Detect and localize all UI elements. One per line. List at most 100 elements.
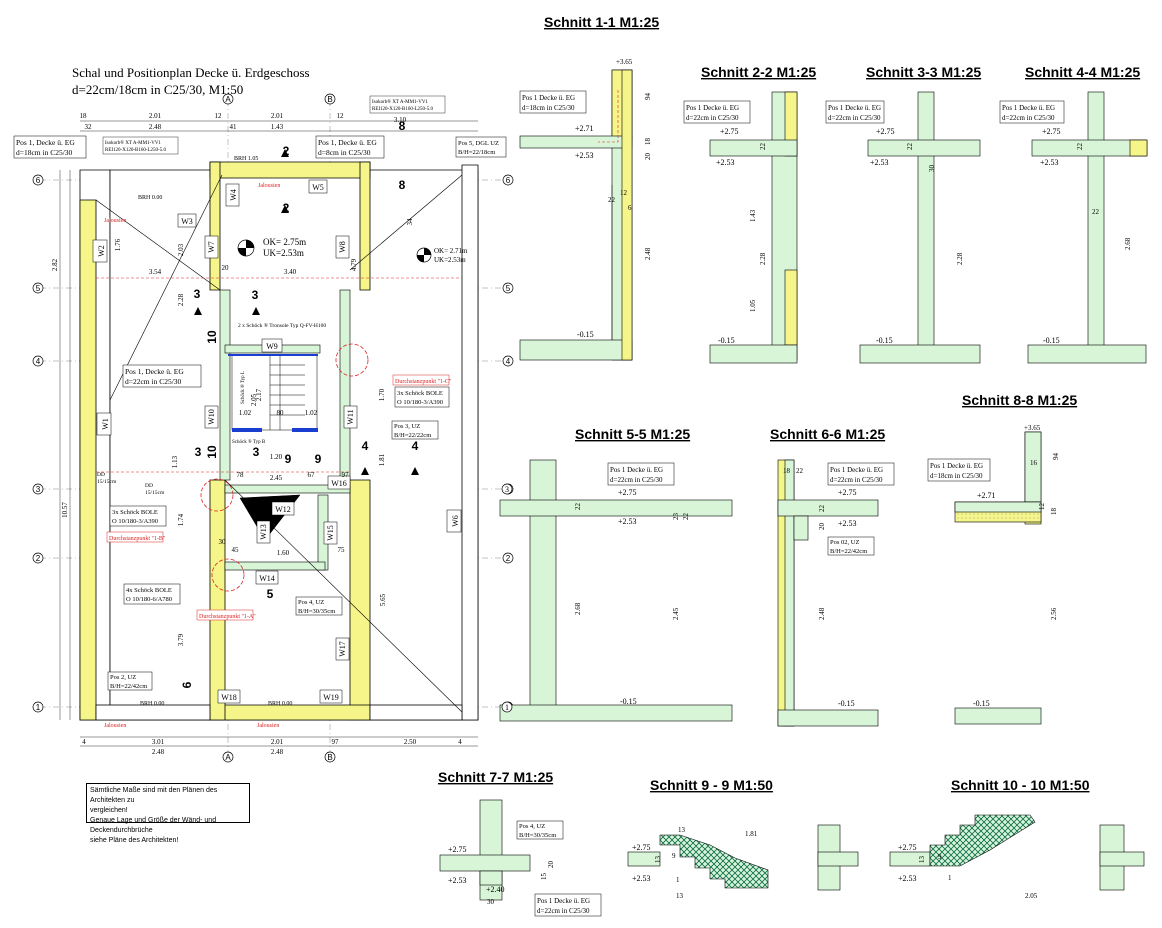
s44-e2: +2.53 (1040, 158, 1059, 167)
title-s22: Schnitt 2-2 M1:25 (701, 64, 816, 80)
durchstanz-1a: Durchstanzpunkt "1-A" (199, 614, 256, 620)
s33-l2: d=22cm in C25/30 (828, 114, 881, 122)
svg-text:2: 2 (283, 144, 290, 158)
svg-text:8: 8 (399, 178, 406, 192)
schoeck-bole-3-spec: O 10/180-6/A780 (126, 596, 172, 603)
s1010-e2: +2.53 (898, 874, 917, 883)
dim-67: 67 (308, 471, 316, 479)
s88-top: +3.65 (1024, 424, 1041, 432)
wall-w13: W13 (259, 524, 268, 540)
brh-3: BRH 0.00 (140, 701, 164, 707)
s55-d2: 2.68 (574, 602, 582, 615)
dd-1-size: 15/15cm (97, 479, 117, 485)
section-9-9: +2.75 +2.53 13 1.81 13 9 1 13 (627, 824, 859, 900)
brh-4: BRH 0.00 (268, 701, 292, 707)
s22-e3: -0.15 (718, 336, 735, 345)
dimension-texts: 18 2.01 12 2.01 12 32 2.48 41 1.43 3.10 … (51, 112, 462, 756)
dim-bot2-2: 2.48 (271, 748, 284, 756)
dim-176: 1.76 (114, 238, 122, 251)
pos5-spec: B/H=22/18cm (458, 149, 495, 156)
dim-170: 1.70 (378, 388, 386, 401)
level-marker-2: OK= 2.71m UK=2.53m (416, 247, 468, 264)
s99-d2: 1.81 (745, 830, 758, 838)
isokorb-2: Isokorb® XT A-MM1-VV1 (372, 99, 428, 105)
dim-245: 2.45 (270, 474, 283, 482)
pos1-c-label: Pos 1, Decke ü. EG (125, 367, 184, 376)
s88-l2: d=18cm in C25/30 (930, 472, 983, 480)
s33-e2: +2.53 (870, 158, 889, 167)
dd-2-size: 15/15cm (145, 490, 165, 496)
s66-d4: 22 (818, 505, 826, 513)
dim-top-3: 12 (215, 112, 223, 120)
s33-d3: 2.28 (956, 252, 964, 265)
pos1-c-spec: d=22cm in C25/30 (125, 377, 182, 386)
s22-d1: 22 (759, 143, 767, 151)
axis-4-right: 4 (506, 357, 511, 366)
s55-l1: Pos 1 Decke ü. EG (610, 466, 663, 474)
dim-left-1057: 10.57 (61, 502, 69, 518)
s44-e3: -0.15 (1043, 336, 1060, 345)
s88-d4: 18 (1050, 508, 1058, 516)
dim-top-5: 12 (337, 112, 345, 120)
s66-l1: Pos 1 Decke ü. EG (830, 466, 883, 474)
s66-e3: -0.15 (838, 699, 855, 708)
s11-l2: d=18cm in C25/30 (522, 104, 575, 112)
pos2-label: Pos 2, UZ (110, 674, 136, 681)
s11-e2: +2.53 (575, 151, 594, 160)
s11-top: +3.65 (616, 58, 633, 66)
ok-level: OK= 2.75m (263, 237, 306, 247)
wall-w8: W8 (338, 241, 347, 253)
s22-d4: 1.05 (749, 299, 757, 312)
s11-l1: Pos 1 Decke ü. EG (522, 94, 575, 102)
s55-d3: 23 (672, 513, 680, 521)
wall-w15: W15 (326, 525, 335, 541)
s55-axis-3: 3 (505, 485, 509, 494)
s66-d2: 22 (796, 467, 804, 475)
note-line-3: Genaue Lage und Größe der Wänd- und Deck… (90, 817, 217, 834)
dim-80: 80 (277, 409, 285, 417)
s77-e3: +2.40 (486, 885, 505, 894)
s88-e1: +2.71 (977, 491, 996, 500)
dim-565: 5.65 (379, 593, 387, 606)
s66-d3: 20 (818, 523, 826, 531)
title-s55: Schnitt 5-5 M1:25 (575, 426, 690, 442)
s55-e1: +2.75 (618, 488, 637, 497)
section-3-3: Pos 1 Decke ü. EG d=22cm in C25/30 +2.75… (825, 91, 981, 364)
section-10-10: +2.75 +2.53 13 9 2.05 1 (889, 814, 1145, 900)
dim-top2-2: 2.48 (149, 123, 162, 131)
jalousien-3: Jalousien (104, 723, 126, 729)
s66-d1: 18 (783, 467, 791, 475)
svg-text:3: 3 (195, 445, 202, 459)
s44-l2: d=22cm in C25/30 (1002, 114, 1055, 122)
dim-bot-1: 4 (82, 738, 86, 746)
pos3-spec: B/H=22/22cm (394, 432, 431, 439)
dim-479: 4.79 (350, 258, 358, 271)
s44-e1: +2.75 (1042, 127, 1061, 136)
pos3-label: Pos 3, UZ (394, 423, 420, 430)
wall-w1: W1 (101, 418, 110, 430)
title-s99: Schnitt 9 - 9 M1:50 (650, 777, 773, 793)
dim-78: 78 (237, 471, 245, 479)
plan-title-block: Schal und Positionplan Decke ü. Erdgesch… (72, 64, 310, 98)
s22-l1: Pos 1 Decke ü. EG (686, 104, 739, 112)
dd-2: DD (145, 483, 153, 489)
svg-text:6: 6 (180, 681, 194, 688)
level-marker-1: OK= 2.75m UK=2.53m (237, 237, 306, 258)
s77-d1: 30 (487, 898, 495, 906)
dim-113: 1.13 (171, 455, 179, 468)
floor-plan: 6 5 4 3 2 1 6 5 4 3 2 1 A B A B (13, 93, 514, 763)
s55-axis-1: 1 (505, 703, 509, 712)
dim-bot-3: 2.01 (271, 738, 284, 746)
title-s66: Schnitt 6-6 M1:25 (770, 426, 885, 442)
s66-p1: Pos 02, UZ (830, 539, 859, 546)
s44-d1: 22 (1076, 143, 1084, 151)
jalousien-2: Jalousien (104, 218, 126, 224)
title-s44: Schnitt 4-4 M1:25 (1025, 64, 1140, 80)
wall-w18: W18 (221, 693, 237, 702)
dim-top2-4: 1.43 (271, 123, 284, 131)
s11-d6: 2.48 (644, 247, 652, 260)
wall-w9: W9 (266, 342, 278, 351)
dimension-lines (59, 120, 478, 747)
s11-d4: 12 (620, 189, 628, 197)
section-titles: Schnitt 1-1 M1:25 Schnitt 2-2 M1:25 Schn… (438, 14, 1140, 793)
